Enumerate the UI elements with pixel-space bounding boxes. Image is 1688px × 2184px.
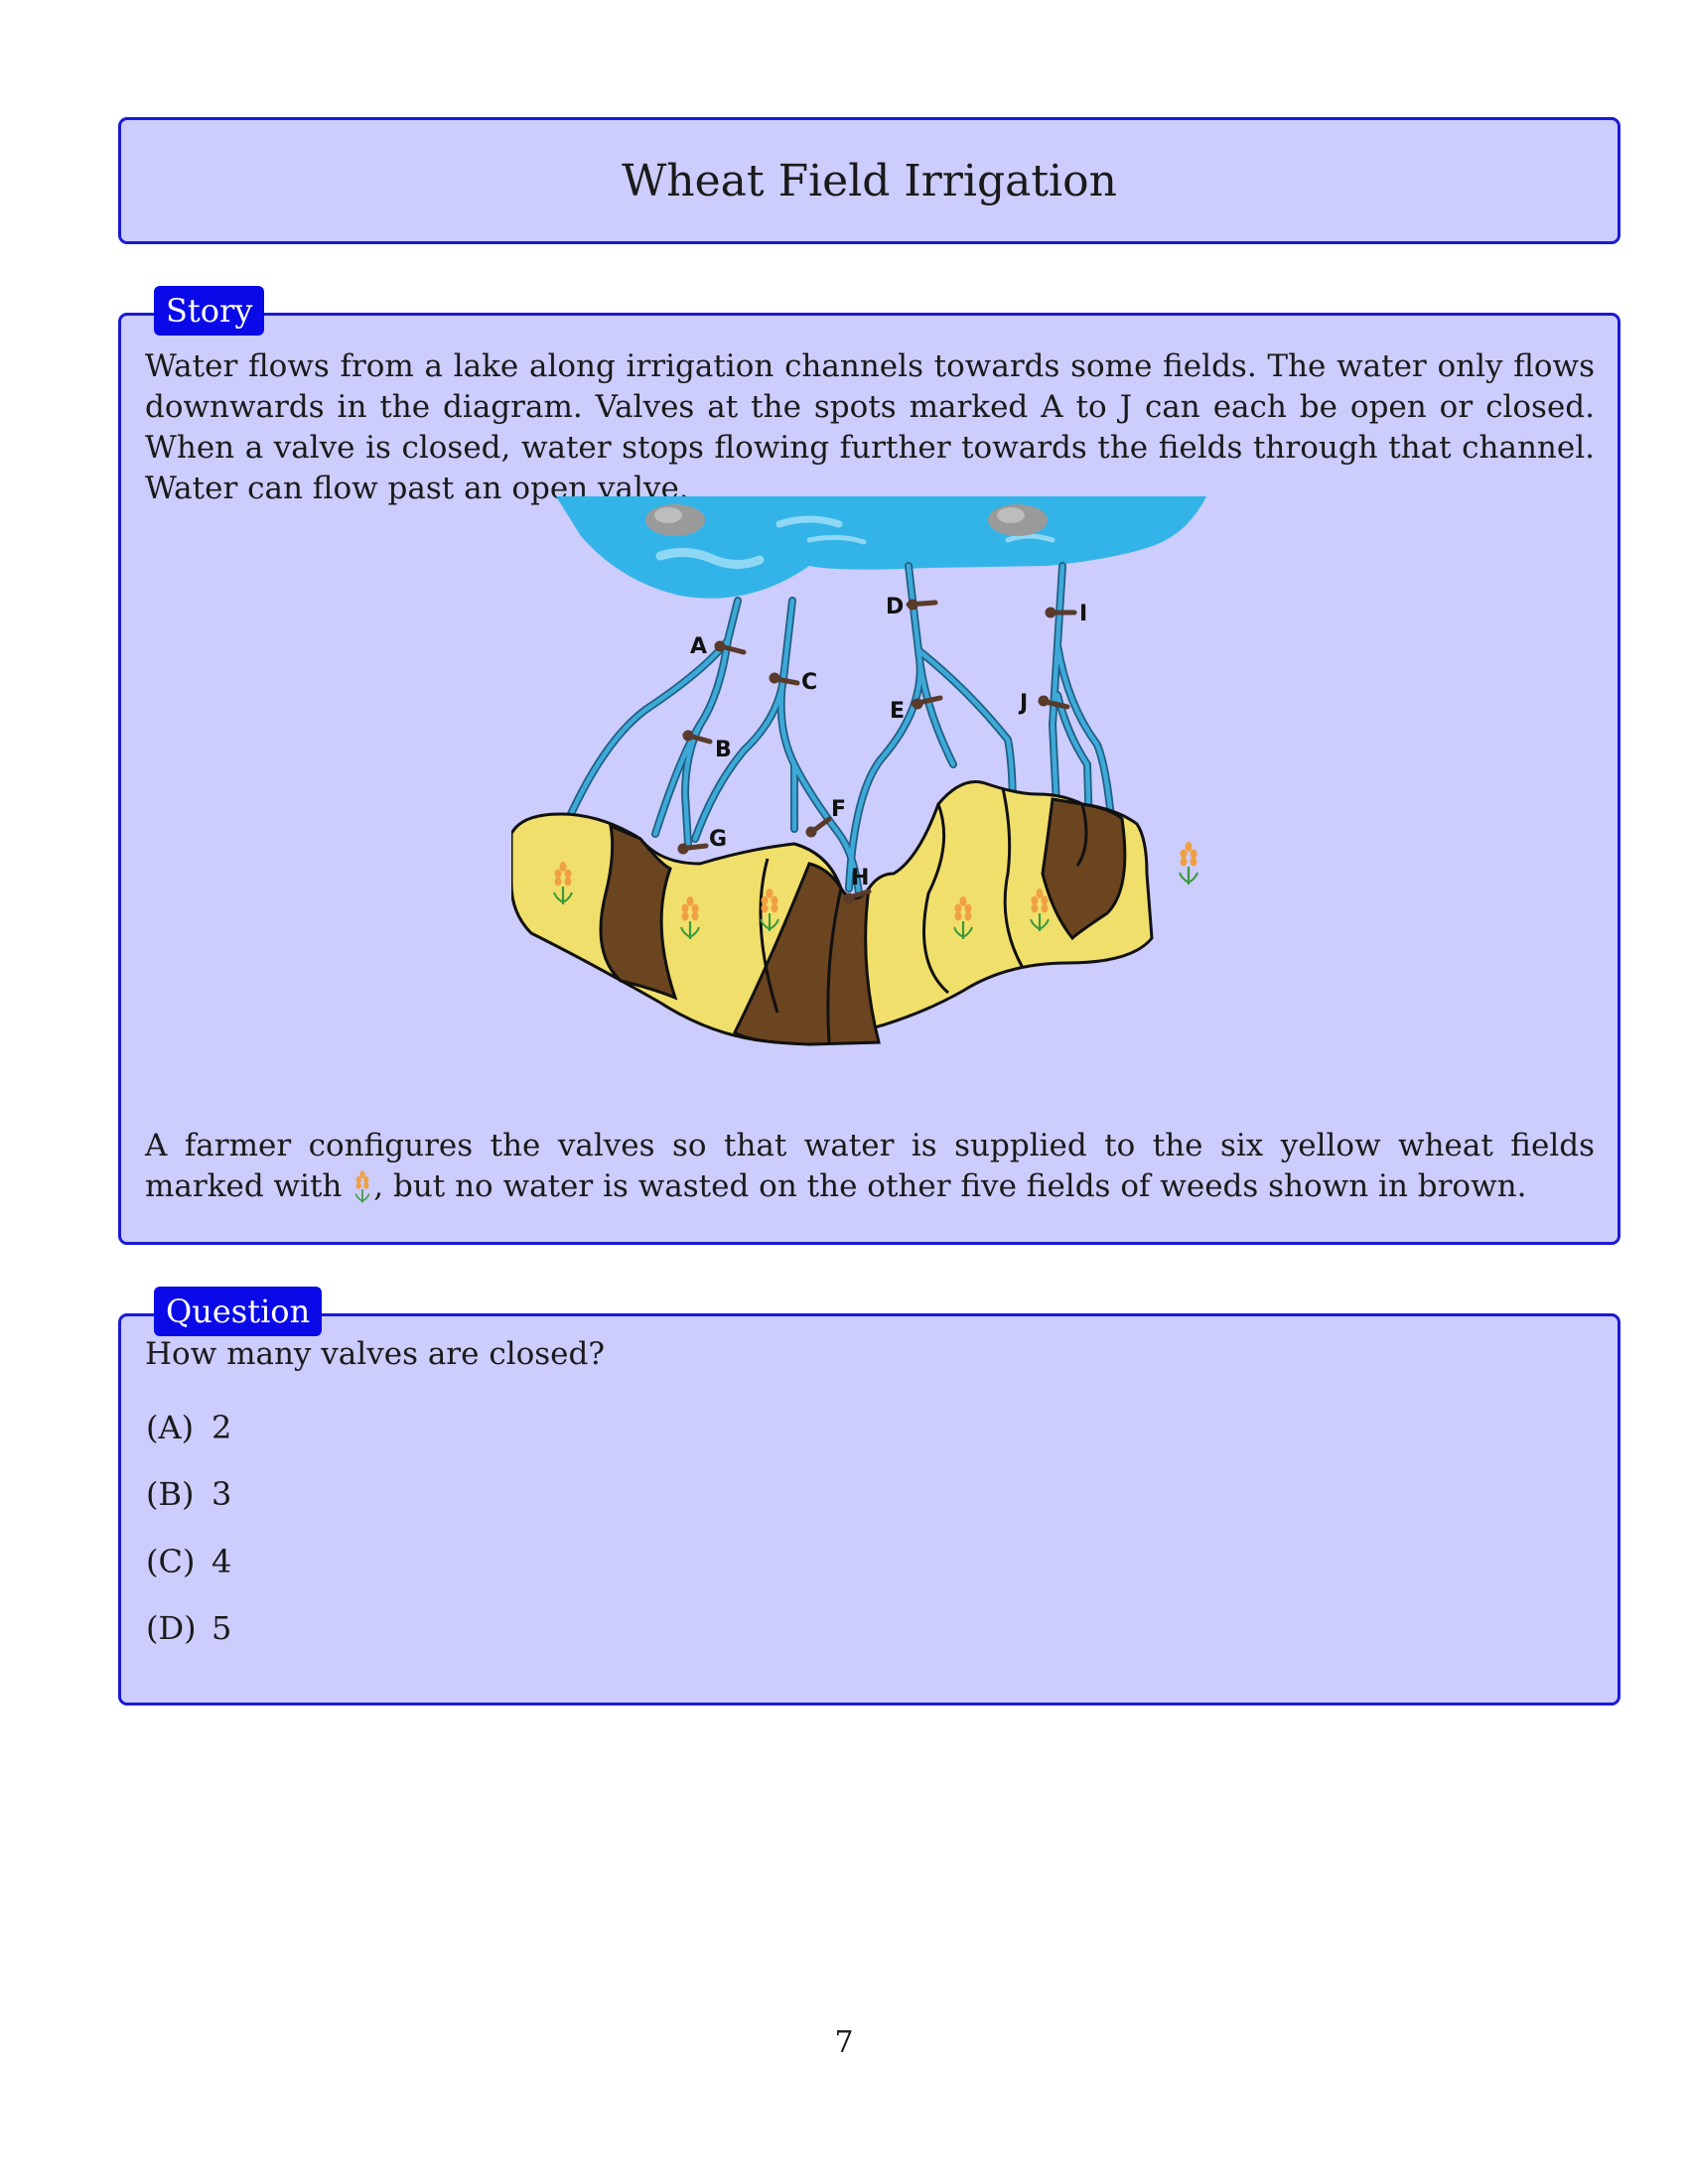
- option-value: 3: [211, 1475, 232, 1513]
- question-text: How many valves are closed?: [145, 1336, 605, 1372]
- paragraph-2-end: , but no water is wasted on the other fi…: [373, 1168, 1527, 1204]
- story-paragraph-1: Water flows from a lake along irrigation…: [145, 348, 1595, 506]
- option-label: (B): [146, 1475, 195, 1513]
- irrigation-diagram: A B C D E F G H I J: [511, 496, 1206, 1046]
- valve-label-j: J: [1018, 691, 1028, 716]
- valve-label-d: D: [886, 595, 904, 619]
- option-c[interactable]: (C) 4: [146, 1543, 231, 1580]
- weed-field: [1041, 797, 1127, 941]
- valve-label-a: A: [690, 634, 707, 659]
- valve-label-i: I: [1079, 602, 1087, 626]
- valve-label-h: H: [851, 866, 869, 890]
- rock-icon: [645, 504, 705, 536]
- story-paragraph-2: A farmer configures the valves so that w…: [145, 1126, 1595, 1207]
- valve-label-f: F: [831, 797, 846, 822]
- option-label: (C): [146, 1543, 196, 1580]
- title-box: Wheat Field Irrigation: [118, 117, 1620, 244]
- option-d[interactable]: (D) 5: [146, 1609, 231, 1647]
- valve-label-b: B: [715, 738, 732, 762]
- option-label: (D): [146, 1609, 197, 1647]
- paragraph-2-start: A farmer configures the valves so that w…: [145, 1128, 1595, 1204]
- wheat-icon: [354, 1169, 370, 1204]
- option-b[interactable]: (B) 3: [146, 1475, 231, 1513]
- valve-label-c: C: [801, 670, 817, 695]
- weed-field: [599, 823, 678, 1001]
- question-box: [118, 1313, 1620, 1706]
- option-value: 4: [211, 1543, 232, 1580]
- page-number: 7: [834, 2025, 854, 2060]
- option-a[interactable]: (A) 2: [146, 1409, 231, 1446]
- page-title: Wheat Field Irrigation: [622, 155, 1117, 206]
- valves: [677, 599, 1077, 904]
- option-label: (A): [146, 1409, 195, 1446]
- question-tag: Question: [154, 1287, 323, 1336]
- option-value: 5: [211, 1609, 232, 1647]
- rock-icon: [988, 504, 1048, 536]
- wheat-icon: [1178, 840, 1199, 887]
- option-value: 2: [211, 1409, 232, 1446]
- story-tag: Story: [154, 286, 265, 336]
- valve-label-e: E: [890, 699, 905, 724]
- valve-label-g: G: [709, 827, 727, 852]
